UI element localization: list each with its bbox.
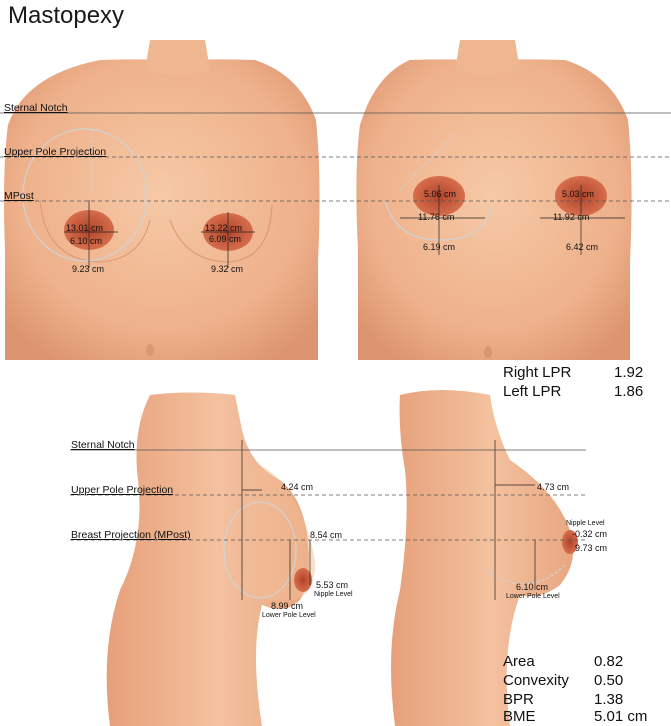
- side-body-right: [391, 390, 578, 726]
- meas-side-left-nipple-lbl: Nipple Level: [314, 591, 353, 598]
- stat-bpr-label: BPR: [503, 691, 534, 708]
- meas-front-left-3: 9.23 cm: [72, 264, 105, 274]
- meas-front-left-6: 9.32 cm: [211, 264, 244, 274]
- stat-bme-value: 5.01 cm: [594, 708, 648, 725]
- meas-side-right-lower-lbl: Lower Pole Level: [506, 593, 560, 600]
- label-breast-projection-side: Breast Projection (MPost): [71, 529, 191, 541]
- label-upper-pole-side: Upper Pole Projection: [71, 484, 174, 496]
- meas-front-left-2: 6.10 cm: [70, 236, 103, 246]
- meas-side-right-lower-val: 6.10 cm: [516, 582, 549, 592]
- lpr-right-label: Right LPR: [503, 364, 572, 381]
- lpr-left-value: 1.86: [614, 383, 644, 400]
- meas-front-right-4: 5.03 cm: [562, 189, 595, 199]
- meas-front-left-4: 13.22 cm: [205, 223, 243, 233]
- front-reference-lines: [0, 112, 671, 202]
- side-reference-lines: [70, 449, 586, 541]
- meas-side-right-nipple-lbl: Nipple Level: [566, 520, 605, 527]
- meas-side-left-upper: 4.24 cm: [281, 482, 314, 492]
- stat-area-value: 0.82: [594, 653, 624, 670]
- label-upper-pole-front: Upper Pole Projection: [4, 146, 107, 158]
- meas-side-right-upper: 4.73 cm: [537, 482, 570, 492]
- front-torso-right: [356, 40, 632, 360]
- meas-side-left-lower-lbl: Lower Pole Level: [262, 612, 316, 619]
- front-torso-left: [4, 40, 320, 360]
- meas-front-right-2: 11.76 cm: [418, 212, 455, 222]
- meas-front-right-1: 5.06 cm: [424, 189, 457, 199]
- areola-side-left: [294, 568, 312, 592]
- areola-side-right: [562, 530, 578, 554]
- meas-side-right-proj: 9.73 cm: [575, 543, 608, 553]
- meas-side-right-nipple-val: -0.32 cm: [572, 529, 608, 539]
- meas-front-right-6: 6.42 cm: [566, 242, 599, 252]
- meas-front-left-1: 13.01 cm: [66, 223, 104, 233]
- stat-area-label: Area: [503, 653, 535, 670]
- stat-bpr-value: 1.38: [594, 691, 624, 708]
- meas-front-right-5: 11.92 cm: [553, 212, 590, 222]
- lpr-right-value: 1.92: [614, 364, 644, 381]
- meas-side-left-nipple-val: 5.53 cm: [316, 580, 349, 590]
- label-sternal-notch-side: Sternal Notch: [71, 439, 135, 451]
- stat-convexity-value: 0.50: [594, 672, 624, 689]
- meas-front-right-3: 6.19 cm: [423, 242, 456, 252]
- page-title: Mastopexy: [8, 2, 125, 29]
- lpr-left-label: Left LPR: [503, 383, 562, 400]
- meas-side-left-proj: 8.54 cm: [310, 530, 343, 540]
- label-sternal-notch-front: Sternal Notch: [4, 102, 68, 114]
- label-mpost-front: MPost: [4, 190, 34, 202]
- meas-front-left-5: 6.09 cm: [209, 234, 242, 244]
- stat-convexity-label: Convexity: [503, 672, 569, 689]
- meas-side-left-lower-val: 8.99 cm: [271, 601, 304, 611]
- stat-bme-label: BME: [503, 708, 536, 725]
- side-body-left: [106, 392, 316, 726]
